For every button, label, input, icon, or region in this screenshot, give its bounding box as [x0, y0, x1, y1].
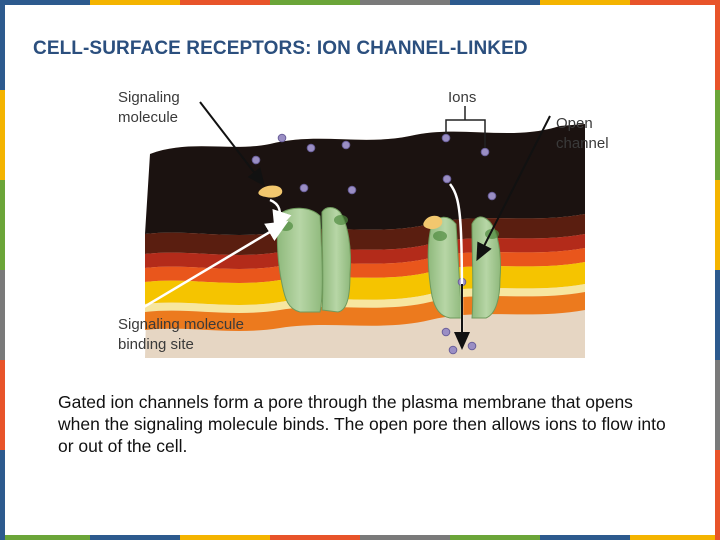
border-left [0, 0, 5, 540]
label-open-channel-1: Open [556, 115, 593, 132]
arrow-to-open-channel [476, 115, 551, 262]
arrow-to-signaling-molecule [199, 101, 265, 187]
slide-caption: Gated ion channels form a pore through t… [58, 392, 666, 456]
label-signaling-molecule-1: Signaling [118, 89, 180, 106]
label-ions: Ions [448, 89, 476, 106]
ions [251, 133, 497, 355]
border-right [715, 0, 720, 540]
label-open-channel-2: channel [556, 135, 609, 152]
ions-bracket [445, 106, 486, 148]
slide-title: CELL-SURFACE RECEPTORS: ION CHANNEL-LINK… [33, 38, 528, 59]
arrow-to-binding-site [121, 220, 289, 322]
label-binding-site-1: Signaling molecule [118, 316, 244, 333]
border-bottom [0, 535, 720, 540]
signaling-molecule-free [258, 185, 283, 198]
ion-channel-diagram: Signaling molecule Ions Open channel Sig… [118, 89, 609, 358]
border-top [0, 0, 720, 5]
signaling-molecule-bound [423, 215, 443, 230]
label-signaling-molecule-2: molecule [118, 109, 178, 126]
label-binding-site-2: binding site [118, 336, 194, 353]
closed-ion-channel [276, 207, 351, 313]
